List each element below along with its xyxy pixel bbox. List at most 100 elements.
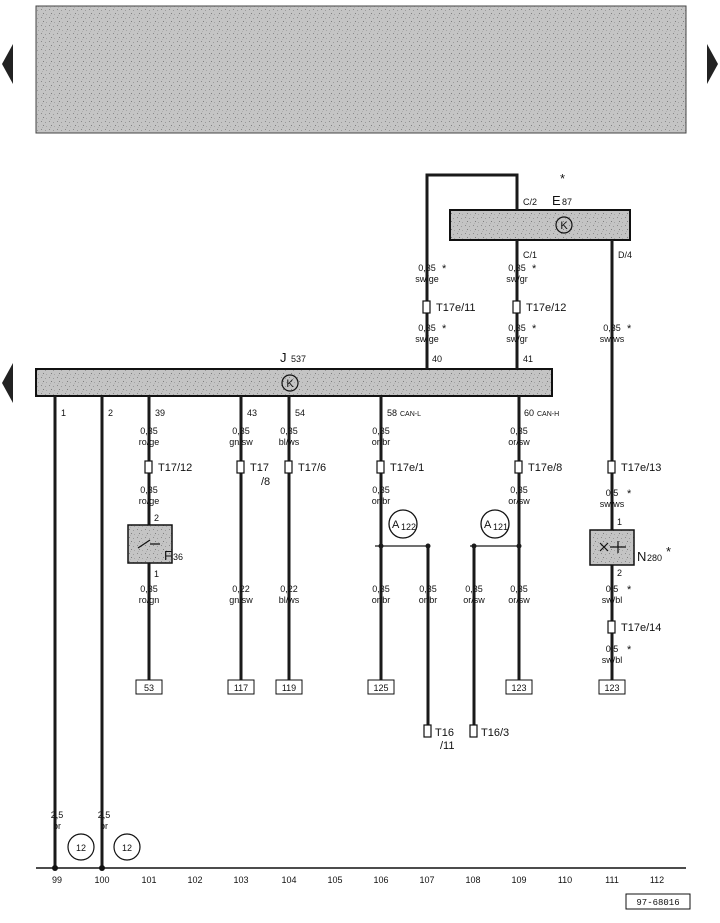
wire-spec-color: or/sw [463,595,485,605]
track-number: 107 [419,875,434,885]
option-marker: * [532,323,537,335]
f36-label-number: 36 [173,552,183,562]
wire-spec-size: 0,35 [372,485,390,495]
wire-spec-size: 0,35 [508,263,526,273]
wire-spec-size: 0,35 [140,584,158,594]
reference-number[interactable]: 123 [511,683,526,693]
wire-spec-size: 0,35 [508,323,526,333]
pin-j-58: 58 [387,408,397,418]
j537-label-number: 537 [291,354,306,364]
f36-switch [127,524,173,564]
earth-points [67,833,141,861]
connector-label: T17e/8 [528,462,562,474]
option-marker: * [442,263,447,275]
wire-spec-size: 0,35 [510,485,528,495]
pin-j-39: 39 [155,408,165,418]
e87-label-letter: E [552,193,561,208]
previous-page-arrow-mid[interactable] [2,363,13,403]
wire-spec-color: sw/ge [415,334,439,344]
connector-labels: T17e/11 T17e/12 T17/12 T17 /8 T17/6 T17e… [158,302,661,752]
track-number: 101 [141,875,156,885]
wire-spec-size: 0,5 [606,584,619,594]
wire-e87-loop [425,173,519,250]
n280-marker: * [666,544,671,559]
track-number: 111 [605,875,619,885]
wire-spec-color: br [100,821,108,831]
wire-spec-color: or/br [372,496,391,506]
reference-boxes [135,679,626,695]
reference-number[interactable]: 119 [282,683,296,693]
a121-number: 121 [493,522,508,532]
wire-spec-color: sw/ge [415,274,439,284]
ground-dot [99,865,105,871]
connector-label: T16 [435,727,454,739]
figure-code: 97-68016 [636,898,679,908]
wire-spec-color: sw/bl [602,595,623,605]
track-number: 100 [94,875,109,885]
reference-number[interactable]: 123 [604,683,619,693]
connector-label: T16/3 [481,727,509,739]
reference-number[interactable]: 117 [234,683,248,693]
figure-code-box [625,893,691,910]
track-number: 102 [187,875,202,885]
wire-spec-size: 0,35 [140,426,158,436]
a122-letter: A [392,519,400,531]
wire-spec-color: gn/sw [229,437,253,447]
next-page-arrow[interactable] [707,44,718,84]
pin-f36-top: 2 [154,513,159,523]
pin-f36-bottom: 1 [154,569,159,579]
option-marker: * [627,584,632,596]
track-number: 99 [52,875,62,885]
connector-label: T17e/11 [436,302,476,314]
wire-spec-size: 0,35 [465,584,483,594]
wire-spec-size: 0,35 [419,584,437,594]
track-number: 112 [650,875,664,885]
connector-label: T17e/14 [621,622,661,634]
wire-spec-color: sw/ws [600,334,625,344]
track-number: 108 [465,875,480,885]
pin-e87-c2: C/2 [523,197,537,207]
pin-e87-c1: C/1 [523,250,537,260]
n280-valve-symbol [599,541,626,553]
connector-markers [144,300,616,738]
wire-spec-color: bl/ws [279,437,300,447]
wire-spec-size: 0,35 [372,584,390,594]
wire-spec-size: 0,35 [418,263,436,273]
f36-switch-symbol [137,539,160,549]
wire-spec-labels: 0,35 sw/ge 0,35 sw/gr 0,35 sw/ge 0,35 sw… [51,263,625,831]
e87-unit [449,209,631,241]
previous-page-arrow-top[interactable] [2,44,13,84]
wire-spec-size: 0,5 [606,488,619,498]
wire-spec-size: 0,22 [280,584,298,594]
n280-label-letter: N [637,549,646,564]
e87-symbol-letter: K [560,220,568,232]
reference-number[interactable]: 125 [373,683,388,693]
e87-marker: * [560,171,565,186]
pin-j-60-signal: CAN-H [537,411,559,418]
earth-point-label: 12 [76,843,86,853]
wire-spec-color: sw/gr [506,334,528,344]
wire-spec-color: bl/ws [279,595,300,605]
wire-spec-color: or/br [372,437,391,447]
wire-spec-color: ro/ge [139,437,160,447]
track-number: 104 [281,875,296,885]
wire-spec-color: ro/ge [139,496,160,506]
e87-symbol [555,216,573,234]
wire-spec-size: 0,35 [140,485,158,495]
option-marker: * [532,263,537,275]
connector-label: /8 [261,476,270,488]
wire-spec-size: 0,35 [510,426,528,436]
splice-dots [378,543,522,549]
wire-spec-size: 0,5 [606,644,619,654]
wire-spec-color: or/sw [508,437,530,447]
pin-e87-d4: D/4 [618,250,632,260]
track-numbers: 99 100 101 102 103 104 105 106 107 108 1… [52,875,664,885]
reference-number[interactable]: 53 [144,683,154,693]
connector-label: T17e/13 [621,462,661,474]
wire-spec-color: or/sw [508,496,530,506]
connector-label: /11 [440,740,454,752]
track-number: 106 [373,875,388,885]
wire-spec-color: or/br [372,595,391,605]
pin-j-41: 41 [523,354,533,364]
